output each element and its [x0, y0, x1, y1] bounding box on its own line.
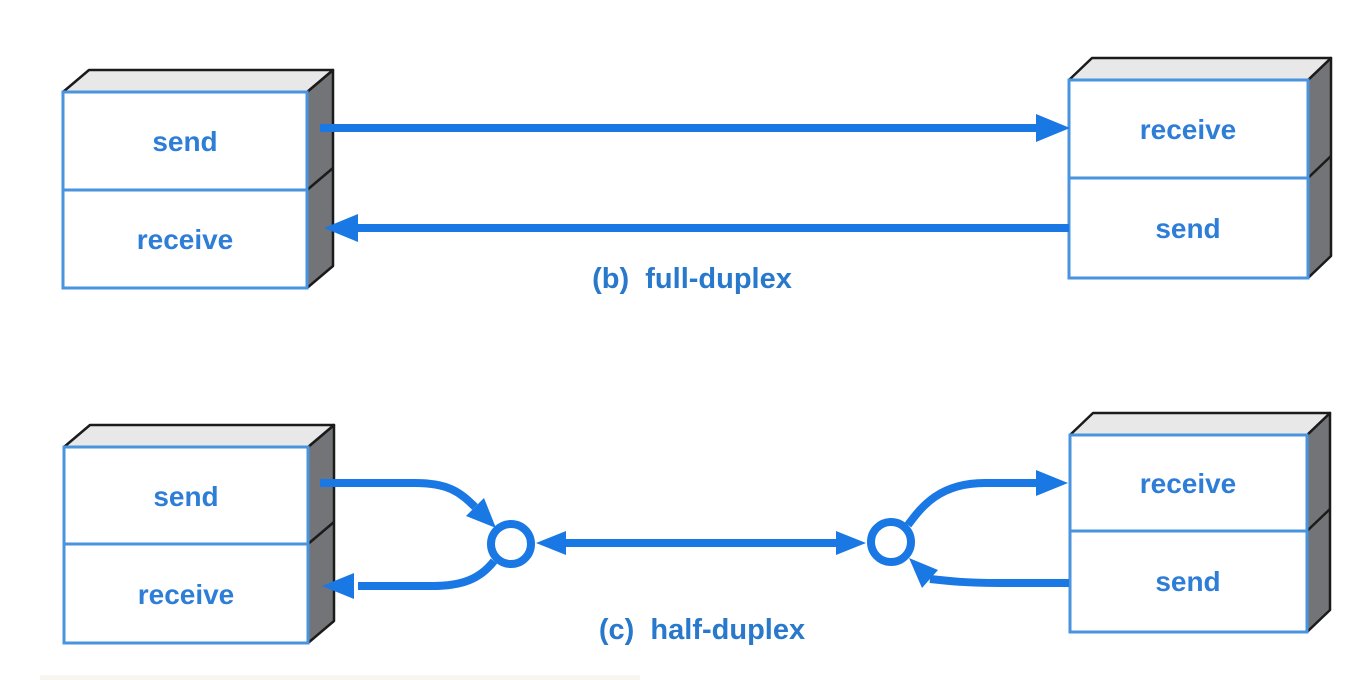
right-box-side-face — [1305, 411, 1332, 634]
left-box-top-face — [61, 68, 335, 94]
left-junction-circle — [487, 520, 535, 568]
right-box-top-face — [1068, 411, 1332, 437]
right-box-send-cell — [1068, 529, 1309, 634]
right-send-arrowhead-icon — [909, 558, 938, 588]
half-duplex-left-station-box: send receive — [62, 423, 336, 645]
left-send-arrowhead-icon — [466, 498, 496, 528]
half-duplex-shared-channel — [536, 531, 866, 555]
right-receive-arrowhead-icon — [1036, 470, 1068, 496]
left-box-receive-cell — [61, 188, 309, 290]
channel-right-arrowhead-icon — [836, 531, 866, 555]
left-box-send-cell — [61, 90, 309, 192]
left-receive-arrowhead-icon — [322, 573, 354, 599]
right-box-send-label: send — [1155, 213, 1220, 244]
right-box-send-cell — [1067, 176, 1310, 280]
right-receive-curve — [904, 479, 1038, 528]
left-box-receive-label: receive — [138, 579, 235, 610]
left-box-receive-cell — [62, 542, 310, 645]
right-box-top-face — [1067, 56, 1333, 82]
left-send-curve — [320, 479, 478, 510]
half-duplex-left-fork — [320, 479, 498, 599]
scan-edge-artifact — [40, 675, 640, 680]
right-send-curve — [929, 575, 1069, 587]
left-box-layer-edge — [306, 167, 334, 191]
left-box-layer-edge — [307, 521, 335, 545]
right-box-receive-label: receive — [1140, 114, 1237, 145]
half-duplex-right-station-box: receive send — [1068, 411, 1332, 634]
right-box-layer-edge — [1307, 155, 1332, 179]
right-box-send-label: send — [1155, 566, 1220, 597]
channel-left-arrowhead-icon — [536, 531, 566, 555]
half-duplex-right-fork — [904, 470, 1069, 588]
half-duplex-diagram: send receive receive send — [62, 411, 1332, 646]
right-box-layer-edge — [1306, 508, 1331, 532]
return-arrowhead-icon — [324, 214, 358, 242]
left-box-send-label: send — [153, 481, 218, 512]
right-box-receive-label: receive — [1140, 468, 1237, 499]
full-duplex-diagram: send receive receive send (b) full-duple… — [61, 56, 1333, 295]
right-junction-circle — [867, 518, 915, 566]
full-duplex-left-station-box: send receive — [61, 68, 335, 290]
half-duplex-caption: (c) half-duplex — [599, 614, 805, 646]
full-duplex-right-station-box: receive send — [1067, 56, 1333, 280]
full-duplex-return-arrow — [324, 214, 1069, 242]
left-receive-curve — [358, 558, 498, 590]
left-box-send-cell — [62, 445, 310, 546]
full-duplex-forward-arrow — [320, 114, 1070, 142]
full-duplex-caption: (b) full-duplex — [592, 263, 792, 295]
left-box-receive-label: receive — [137, 224, 234, 255]
left-box-top-face — [62, 423, 336, 449]
forward-arrowhead-icon — [1036, 114, 1070, 142]
left-box-send-label: send — [152, 126, 217, 157]
